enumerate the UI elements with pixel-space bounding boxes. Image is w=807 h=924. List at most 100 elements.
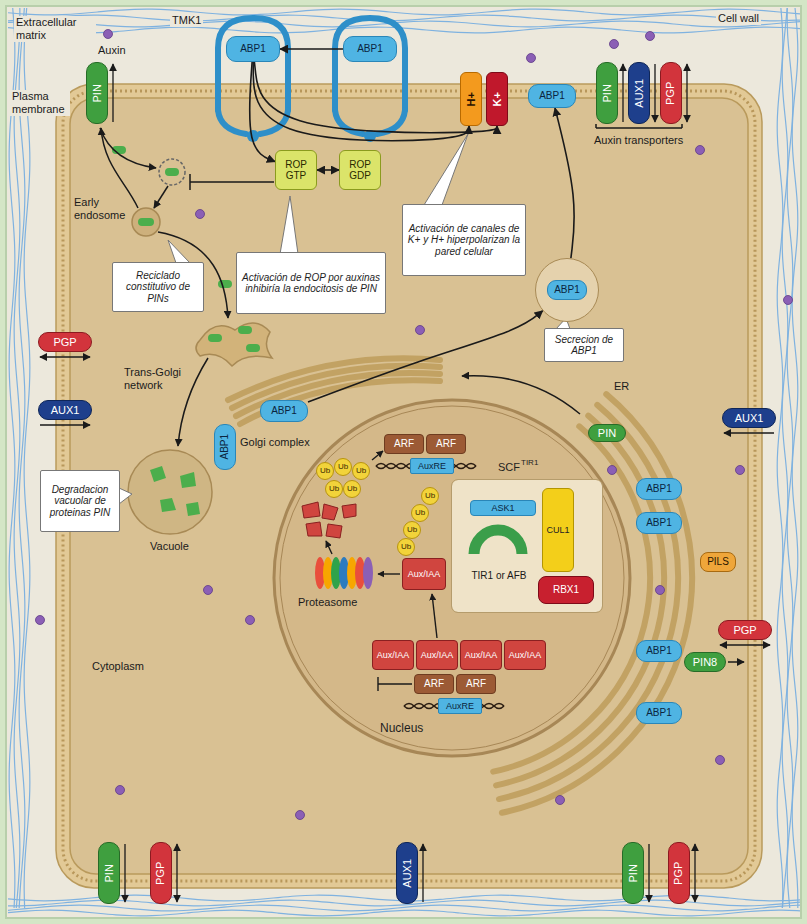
pin-transporter: PIN	[622, 842, 644, 904]
callout-box: Activación de canales de K+ y H+ hiperpo…	[402, 204, 526, 276]
abp1-protein: ABP1	[214, 424, 236, 470]
endosomes-and-vacuole	[160, 498, 176, 512]
pgp-transporter: PGP	[150, 842, 172, 904]
callout-tails	[280, 196, 298, 254]
part-label: Early endosome	[74, 196, 132, 222]
node-text: AuxRE	[446, 701, 474, 711]
node-text: ABP1	[219, 434, 231, 460]
wall-fiber	[9, 8, 15, 908]
trafficking-arrows	[178, 358, 208, 446]
auxin-dot	[646, 32, 655, 41]
node-text: PIN	[627, 864, 640, 882]
node-text: PIN	[91, 84, 104, 102]
node-text: Ub	[338, 462, 348, 471]
connector-arrow	[250, 62, 275, 162]
wall-fiber	[24, 8, 30, 908]
node-text: PIN8	[693, 656, 717, 669]
nuclear-arrows	[378, 677, 412, 691]
node-text: PGP	[155, 861, 168, 884]
node-text: PIN	[601, 84, 614, 102]
abp1-protein: ABP1	[636, 640, 682, 662]
trafficking-arrows	[100, 128, 156, 168]
auxin-molecules	[36, 30, 793, 820]
transport-arrow	[686, 64, 687, 122]
part-label: Golgi complex	[240, 436, 310, 449]
ubiquitin: Ub	[403, 521, 421, 539]
arf-factor: ARF	[414, 674, 454, 694]
trafficking-arrows	[154, 186, 168, 208]
node-text: AUX1	[401, 859, 414, 888]
trafficking-arrows	[728, 661, 744, 663]
transport-arrow	[124, 844, 125, 902]
auxin-dot	[246, 616, 255, 625]
wall-fiber	[8, 21, 800, 27]
node-text: ABP1	[539, 90, 565, 102]
callout-box: Activación de ROP por auxinas inhibiría …	[236, 252, 386, 314]
auxre-element: AuxRE	[410, 458, 454, 474]
ubiquitin: Ub	[411, 504, 429, 522]
auxin-dot	[204, 586, 213, 595]
abp1-protein: ABP1	[226, 36, 280, 62]
part-label: Vacuole	[150, 540, 189, 553]
wall-fiber	[777, 8, 783, 908]
auxin-dot	[716, 756, 725, 765]
node-text: Activación de canales de K+ y H+ hiperpo…	[407, 223, 521, 258]
secretory-vesicle: ABP1	[535, 258, 599, 322]
part-label: Auxin	[96, 44, 128, 57]
abp1-protein: ABP1	[528, 84, 576, 108]
endosomes-and-vacuole	[186, 502, 200, 516]
node-text: Ub	[415, 508, 425, 517]
pin-transporter: PIN	[86, 62, 108, 124]
ubiquitin: Ub	[397, 538, 415, 556]
auxre-element: AuxRE	[438, 698, 482, 714]
tmk1-receptor	[335, 18, 405, 110]
node-text: PGP	[53, 336, 76, 349]
node-text: ABP1	[646, 517, 672, 529]
auxin-dot	[556, 796, 565, 805]
transport-arrow	[654, 64, 655, 122]
transport-arrow	[694, 844, 695, 902]
transport-arrows	[40, 64, 774, 902]
node-text: ABP1	[547, 280, 587, 300]
auxin-dot	[784, 296, 793, 305]
aux-iaa-protein: Aux/IAA	[416, 640, 458, 670]
extracellular-ground	[6, 6, 801, 918]
part-label: Cytoplasm	[92, 660, 144, 673]
node-text: PILS	[707, 556, 729, 568]
pgp-transporter: PGP	[718, 620, 772, 640]
node-text: Aux/IAA	[465, 650, 498, 660]
auxin-dot	[656, 586, 665, 595]
node-text: ABP1	[646, 707, 672, 719]
aux1-transporter: AUX1	[38, 400, 92, 420]
transport-arrow	[40, 356, 90, 357]
node-text: ROP GDP	[342, 159, 378, 182]
endosomes-and-vacuole	[159, 159, 185, 185]
nucleus: NucleusARFARFAuxREUbUbUbUbUbUbUbUbUbAux/…	[270, 396, 634, 760]
wall-fiber	[8, 9, 800, 15]
transport-arrow	[720, 644, 770, 645]
degraded-protein	[322, 504, 338, 520]
node-text: Activación de ROP por auxinas inhibiría …	[241, 272, 381, 295]
aux-iaa-protein: Aux/IAA	[460, 640, 502, 670]
node-text: PGP	[673, 861, 686, 884]
arf-factor: ARF	[384, 434, 424, 454]
auxin-dot	[104, 30, 113, 39]
callout-box: Reciclado constitutivo de PINs	[112, 262, 204, 312]
node-text: ABP1	[240, 43, 266, 55]
abp1-protein: ABP1	[343, 36, 397, 62]
node-text: ABP1	[357, 43, 383, 55]
auxin-dot	[116, 786, 125, 795]
part-label: ER	[614, 380, 629, 393]
endosomes-and-vacuole	[180, 472, 196, 488]
scf-complex: SCFTIR1ASK1TIR1 or AFBCUL1RBX1	[452, 480, 602, 612]
wall-fiber	[782, 8, 788, 908]
nuclear-arrows	[372, 451, 383, 460]
node-text: Nucleus	[380, 722, 423, 736]
pin-transporter: PIN	[98, 842, 120, 904]
node-text: H+	[465, 92, 478, 106]
arf-factor: ARF	[456, 674, 496, 694]
tir1-receptor: TIR1 or AFB	[464, 518, 534, 582]
aux1-transporter: AUX1	[396, 842, 418, 904]
